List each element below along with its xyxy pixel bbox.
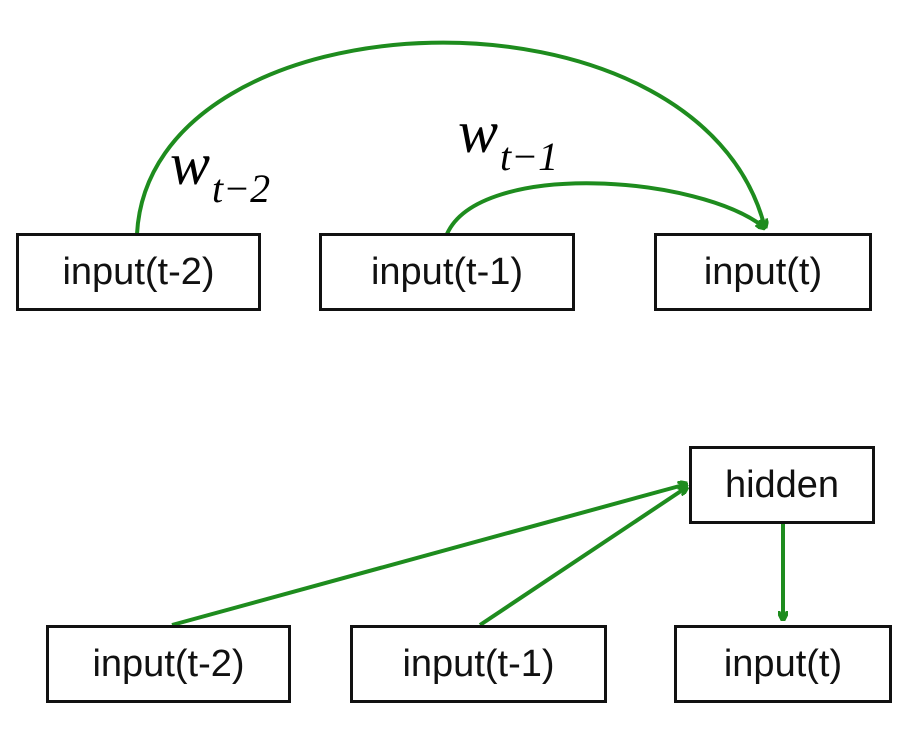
top-input-t-1-box: input(t-1) [319, 233, 575, 311]
weight-label-t-2: wt−2 [170, 130, 270, 211]
weight-symbol: w [170, 131, 211, 197]
weight-subscript: t−1 [500, 134, 559, 179]
weight-subscript: t−2 [212, 166, 271, 211]
arc-t1-to-t [445, 181, 765, 235]
bottom-input-t-box: input(t) [674, 625, 892, 703]
arrow-t1-to-hidden [478, 487, 687, 627]
top-input-t-box: input(t) [654, 233, 872, 311]
hidden-box: hidden [689, 446, 875, 524]
arrow-t2-to-hidden [171, 484, 687, 627]
weight-symbol: w [458, 99, 499, 165]
arc-t2-to-t [135, 40, 765, 235]
bottom-input-t-1-box: input(t-1) [350, 625, 607, 703]
top-input-t-2-box: input(t-2) [16, 233, 261, 311]
weight-label-t-1: wt−1 [458, 98, 558, 179]
bottom-input-t-2-box: input(t-2) [46, 625, 291, 703]
